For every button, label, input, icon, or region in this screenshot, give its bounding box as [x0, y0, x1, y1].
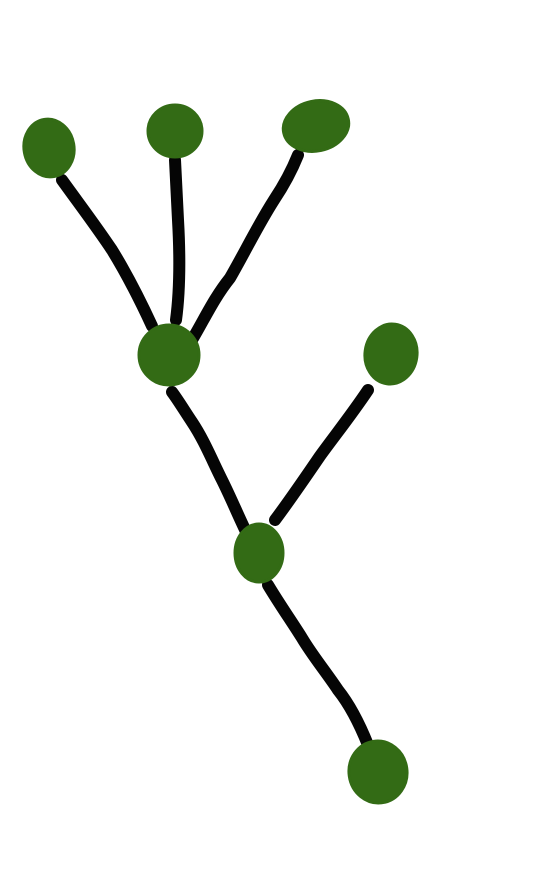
edge-root-bottom-to-hub-middle — [262, 579, 374, 751]
edge-hub-upper-to-leaf-1 — [56, 174, 158, 332]
edge-hub-middle-to-hub-upper — [166, 386, 256, 546]
node-root-bottom — [347, 739, 409, 805]
node-leaf-1 — [22, 117, 76, 179]
edge-hub-upper-to-leaf-2 — [169, 154, 186, 326]
edge-hub-upper-to-leaf-3 — [186, 149, 304, 346]
edges-layer — [56, 149, 374, 751]
node-hub-upper — [137, 323, 201, 387]
nodes-layer — [22, 99, 419, 805]
node-hub-middle — [233, 522, 285, 584]
edge-hub-middle-to-leaf-4 — [269, 384, 374, 526]
node-leaf-3 — [281, 99, 351, 153]
node-leaf-2 — [146, 103, 204, 159]
node-leaf-4 — [363, 322, 419, 386]
